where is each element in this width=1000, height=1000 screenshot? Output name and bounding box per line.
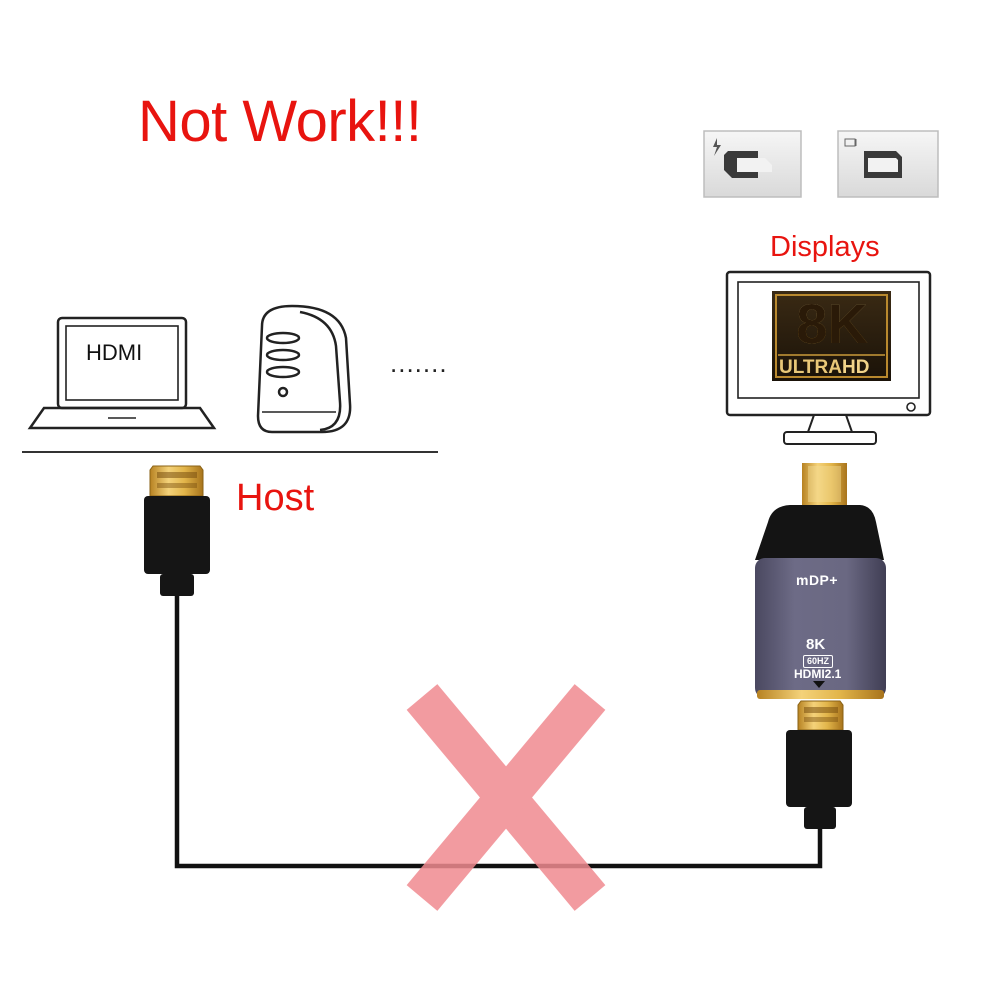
adapter-60hz-label: 60HZ xyxy=(803,655,834,668)
badge-hd-text: HD xyxy=(841,357,870,378)
host-hdmi-plug-icon xyxy=(144,465,210,596)
laptop-hdmi-label: HDMI xyxy=(86,340,143,365)
cable xyxy=(174,596,823,869)
8k-ultrahd-badge xyxy=(772,291,891,381)
minidp-port-icon xyxy=(837,130,939,198)
displays-label: Displays xyxy=(770,231,880,263)
adapter-8k-label: 8K xyxy=(806,636,826,653)
badge-ultra-text: ULTRA xyxy=(779,357,842,378)
adapter-mdp-label: mDP+ xyxy=(796,572,839,588)
minidp-to-hdmi-adapter xyxy=(755,463,886,699)
more-devices-ellipsis: ....... xyxy=(390,348,448,378)
not-work-title: Not Work!!! xyxy=(138,89,422,154)
badge-8k-text: 8K xyxy=(778,296,886,352)
display-hdmi-plug-icon xyxy=(786,700,852,829)
cross-icon xyxy=(406,684,606,911)
thunderbolt-port-icon xyxy=(703,130,802,198)
adapter-hdmi21-label: HDMI2.1 xyxy=(794,667,842,681)
badge-ultrahd-text: ULTRAHD xyxy=(779,357,869,379)
laptop-icon xyxy=(27,316,217,430)
host-label: Host xyxy=(236,477,315,519)
desktop-tower-icon xyxy=(256,304,352,434)
